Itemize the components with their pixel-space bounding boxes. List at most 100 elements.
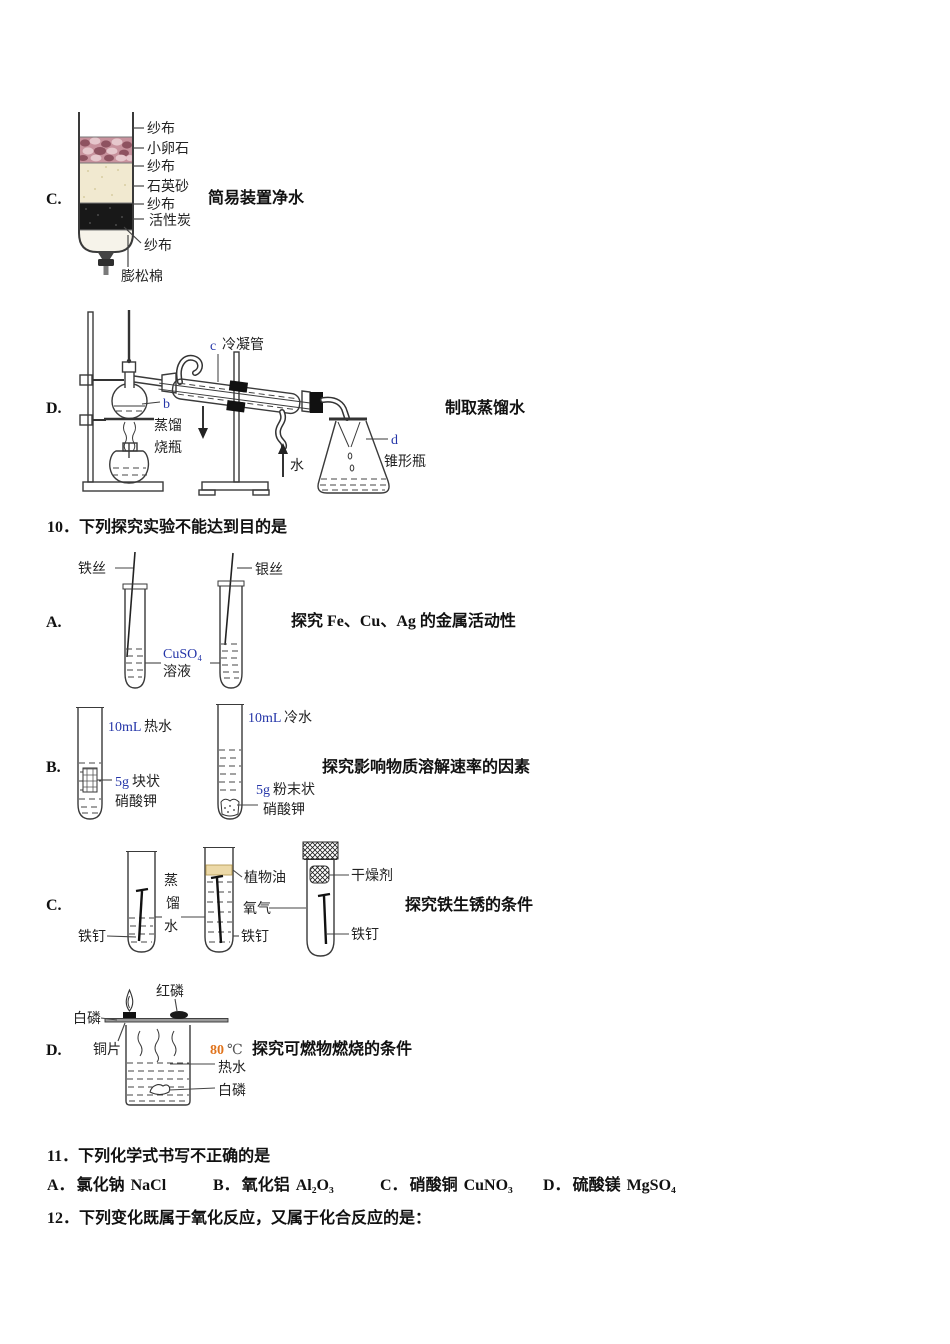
- q10c-letter: C.: [46, 897, 62, 914]
- purifier-nozzle: [97, 251, 115, 275]
- q10a-leader-lines: [115, 567, 252, 664]
- q10d-copper-plate: [104, 988, 229, 1023]
- oxygen-label: 氧气: [243, 901, 271, 917]
- purify-option-letter: C.: [46, 191, 62, 208]
- cold-water-volume: 10mL: [248, 711, 281, 726]
- q10c-diagram: 铁钉 蒸 馏 水 植物油 氧气 铁钉 干燥剂 铁钉: [78, 841, 393, 957]
- label-gauze-2: 纱布: [147, 159, 175, 175]
- conical-label: 锥形瓶: [384, 454, 426, 470]
- q11-option-a-label: A．: [47, 1177, 75, 1194]
- powder-kno3-label: 硝酸钾: [263, 802, 305, 818]
- q10a-tube-silver: [217, 552, 245, 689]
- iron-wire-label: 铁丝: [78, 561, 106, 577]
- q10d-letter: D.: [46, 1042, 62, 1059]
- q11-option-b-name: 氧化铝: [241, 1177, 290, 1194]
- q10c-leader-lines: [106, 869, 349, 938]
- q11-option-a-name: 氯化钠: [76, 1177, 125, 1194]
- question-12-title: 12．下列变化既属于氧化反应，又属于化合反应的是：: [47, 1210, 432, 1227]
- q10c-tube-water: [126, 851, 157, 953]
- solution-label: 溶液: [163, 664, 191, 680]
- nail1-label: 铁钉: [78, 929, 106, 945]
- purifier-leader-lines: [123, 127, 144, 267]
- label-gauze-3: 纱布: [147, 197, 175, 213]
- cuso4-label: CuSO₄: [163, 647, 202, 662]
- condenser-letter: c: [210, 339, 216, 354]
- q11-option-b-formula: Al₂O₃: [295, 1177, 334, 1194]
- flask-label-line1: 蒸馏: [154, 418, 182, 434]
- label-quartz-sand: 石英砂: [147, 178, 189, 195]
- q10a-desc: 探究 Fe、Cu、Ag 的金属活动性: [291, 613, 516, 630]
- distill-title: 制取蒸馏水: [445, 400, 526, 417]
- condenser-label: 冷凝管: [222, 337, 264, 353]
- red-phosphorus-label: 红磷: [156, 984, 184, 1000]
- q11-option-a-formula: NaCl: [130, 1177, 167, 1194]
- nail3-label: 铁钉: [351, 927, 379, 943]
- powder-mass: 5g: [256, 783, 270, 798]
- q10b-desc: 探究影响物质溶解速率的因素: [322, 759, 531, 776]
- q11-option-b-label: B．: [213, 1177, 240, 1194]
- flask-label-line2: 烧瓶: [154, 440, 182, 456]
- flask-leader-line: [141, 401, 161, 405]
- copper-sheet-label: 铜片: [93, 1042, 121, 1058]
- question-11-title: 11．下列化学式书写不正确的是: [47, 1148, 271, 1165]
- block-mass: 5g: [115, 775, 129, 790]
- block-kno3-label: 硝酸钾: [115, 794, 157, 810]
- hot-water-volume: 10mL: [108, 720, 141, 735]
- q11-option-c-label: C．: [380, 1177, 408, 1194]
- hot-water-label: 热水: [144, 719, 172, 735]
- q11-option-c-name: 硝酸铜: [409, 1177, 458, 1194]
- distill-option-letter: D.: [46, 400, 62, 417]
- conical-letter: d: [391, 433, 398, 448]
- q11-option-d-name: 硫酸镁: [572, 1177, 621, 1194]
- powder-label: 粉末状: [273, 782, 315, 798]
- q11-option-d-label: D．: [543, 1177, 571, 1194]
- temp-value: 80: [210, 1043, 224, 1058]
- gauze-boundaries: [79, 136, 133, 231]
- left-stand: [79, 311, 164, 492]
- question-10-title: 10．下列探究实验不能达到目的是: [47, 519, 288, 536]
- q11-option-b: B．氧化铝 Al₂O₃: [213, 1176, 334, 1195]
- label-pebbles: 小卵石: [147, 141, 189, 157]
- white-phosphorus-bottom-label: 白磷: [218, 1083, 246, 1099]
- q11-option-a: A．氯化钠 NaCl: [47, 1176, 166, 1195]
- q10a-diagram: 铁丝 银丝 CuSO₄ 溶液: [78, 551, 283, 689]
- distilled-water-char3: 水: [164, 919, 178, 935]
- purify-title: 简易装置净水: [208, 190, 305, 207]
- q10b-letter: B.: [46, 759, 61, 776]
- q10b-leader-lines: [97, 779, 258, 806]
- q10d-diagram: 红磷 白磷 铜片 80 ℃ 热水 白磷: [73, 984, 246, 1106]
- q10b-diagram: 10mL 热水 10mL 冷水 5g 块状 硝酸钾 5g 粉末状 硝酸钾: [76, 704, 315, 820]
- label-fluffy-cotton: 膨松棉: [121, 268, 163, 285]
- q10d-beaker: [125, 1025, 191, 1106]
- silver-wire-label: 银丝: [255, 562, 283, 578]
- q10b-tube-cold: [216, 704, 244, 820]
- nail2-label: 铁钉: [241, 929, 269, 945]
- q10d-desc: 探究可燃物燃烧的条件: [252, 1041, 413, 1058]
- cold-water-label: 冷水: [284, 710, 312, 726]
- white-phosphorus-top-label: 白磷: [73, 1011, 101, 1027]
- water-in-label: 水: [290, 458, 304, 474]
- q10d-leader-lines: [100, 998, 216, 1091]
- q10c-tube-oxygen: [302, 841, 339, 957]
- q10c-tube-oil: [203, 847, 235, 953]
- purifier-layers: [79, 112, 133, 252]
- label-gauze-4: 纱布: [144, 238, 172, 254]
- label-gauze-1: 纱布: [147, 121, 175, 137]
- q10c-desc: 探究铁生锈的条件: [405, 897, 534, 914]
- q11-option-d-formula: MgSO₄: [626, 1177, 676, 1194]
- q10a-letter: A.: [46, 614, 62, 631]
- desiccant-label: 干燥剂: [351, 868, 393, 884]
- temp-unit: ℃: [227, 1043, 243, 1058]
- q10b-tube-hot: [76, 707, 104, 820]
- hot-water-label: 热水: [218, 1060, 246, 1076]
- q11-option-d: D．硫酸镁 MgSO₄: [543, 1176, 676, 1195]
- distillation-diagram: c 冷凝管 b 蒸馏 烧瓶 水 d 锥形瓶: [79, 310, 426, 496]
- flask-letter: b: [163, 397, 170, 412]
- conical-flask: [317, 417, 390, 494]
- vegetable-oil-label: 植物油: [244, 870, 286, 886]
- heating-setup: [104, 417, 154, 484]
- distilled-water-char2: 馏: [166, 896, 180, 912]
